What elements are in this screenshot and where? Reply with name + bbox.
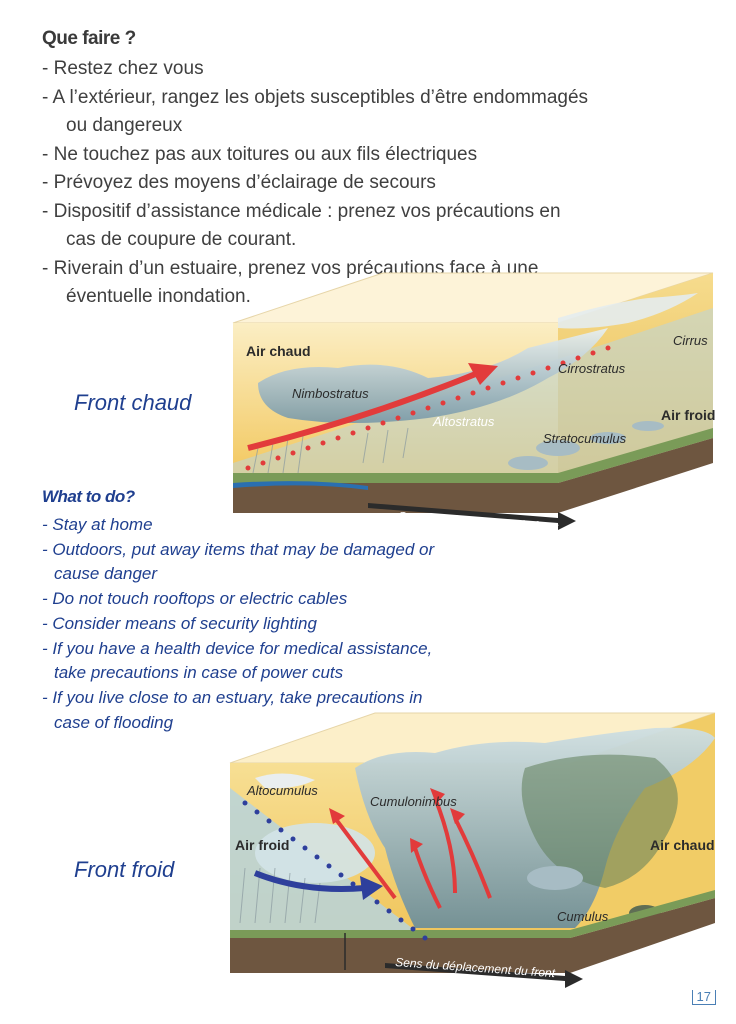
en-advice-list: - Stay at home - Outdoors, put away item…: [42, 513, 562, 735]
cold-air-arrow: [253, 870, 366, 892]
label-altocumulus: Altocumulus: [246, 783, 318, 798]
label-cirrostratus: Cirrostratus: [558, 361, 626, 376]
en-advice-item: - If you live close to an estuary, take …: [42, 687, 423, 732]
cold-front-label: Front froid: [74, 857, 175, 882]
label-stratocumulus: Stratocumulus: [543, 431, 627, 446]
fr-heading: Que faire ?: [42, 28, 136, 49]
en-advice-item: - Do not touch rooftops or electric cabl…: [42, 589, 348, 609]
cold-front-diagram: Altocumulus Cumulonimbus Air froid Air c…: [229, 712, 716, 988]
label-cirrus: Cirrus: [673, 333, 708, 348]
label-altostratus: Altostratus: [432, 414, 495, 429]
fr-advice-item: - A l’extérieur, rangez les objets susce…: [42, 86, 589, 137]
fr-advice-item: - Prévoyez des moyens d’éclairage de sec…: [42, 172, 436, 193]
warm-front-line: [245, 345, 611, 471]
warm-front-diagram: Air chaud Cirrus Cirrostratus Nimbostrat…: [232, 272, 715, 534]
label-air-froid: Air froid: [661, 407, 715, 423]
label-air-chaud: Air chaud: [246, 343, 311, 359]
page-number: 17: [691, 990, 716, 1005]
label-air-froid: Air froid: [235, 837, 289, 853]
warm-air-arrow: [247, 370, 480, 451]
updraft-arrows: [333, 797, 492, 909]
label-cumulonimbus: Cumulonimbus: [370, 794, 457, 809]
fr-advice-list: - Restez chez vous - A l’extérieur, rang…: [42, 55, 682, 312]
fr-advice-item: - Restez chez vous: [42, 58, 204, 79]
en-heading: What to do?: [42, 487, 135, 506]
label-air-chaud: Air chaud: [650, 837, 715, 853]
fr-advice-item: - Ne touchez pas aux toitures ou aux fil…: [42, 143, 478, 165]
cold-front-line: [242, 800, 428, 941]
warm-front-label: Front chaud: [74, 390, 192, 415]
nimbostratus-cloud: [258, 328, 608, 423]
label-nimbostratus: Nimbostratus: [292, 386, 369, 401]
fr-advice-item: - Dispositif d’assistance médicale : pre…: [42, 200, 561, 251]
en-advice-item: - Outdoors, put away items that may be d…: [42, 539, 435, 584]
en-advice-item: - Stay at home: [42, 515, 153, 534]
en-advice-item: - Consider means of security lighting: [42, 613, 317, 633]
en-advice-item: - If you have a health device for medica…: [42, 638, 433, 683]
label-cumulus: Cumulus: [557, 909, 609, 924]
